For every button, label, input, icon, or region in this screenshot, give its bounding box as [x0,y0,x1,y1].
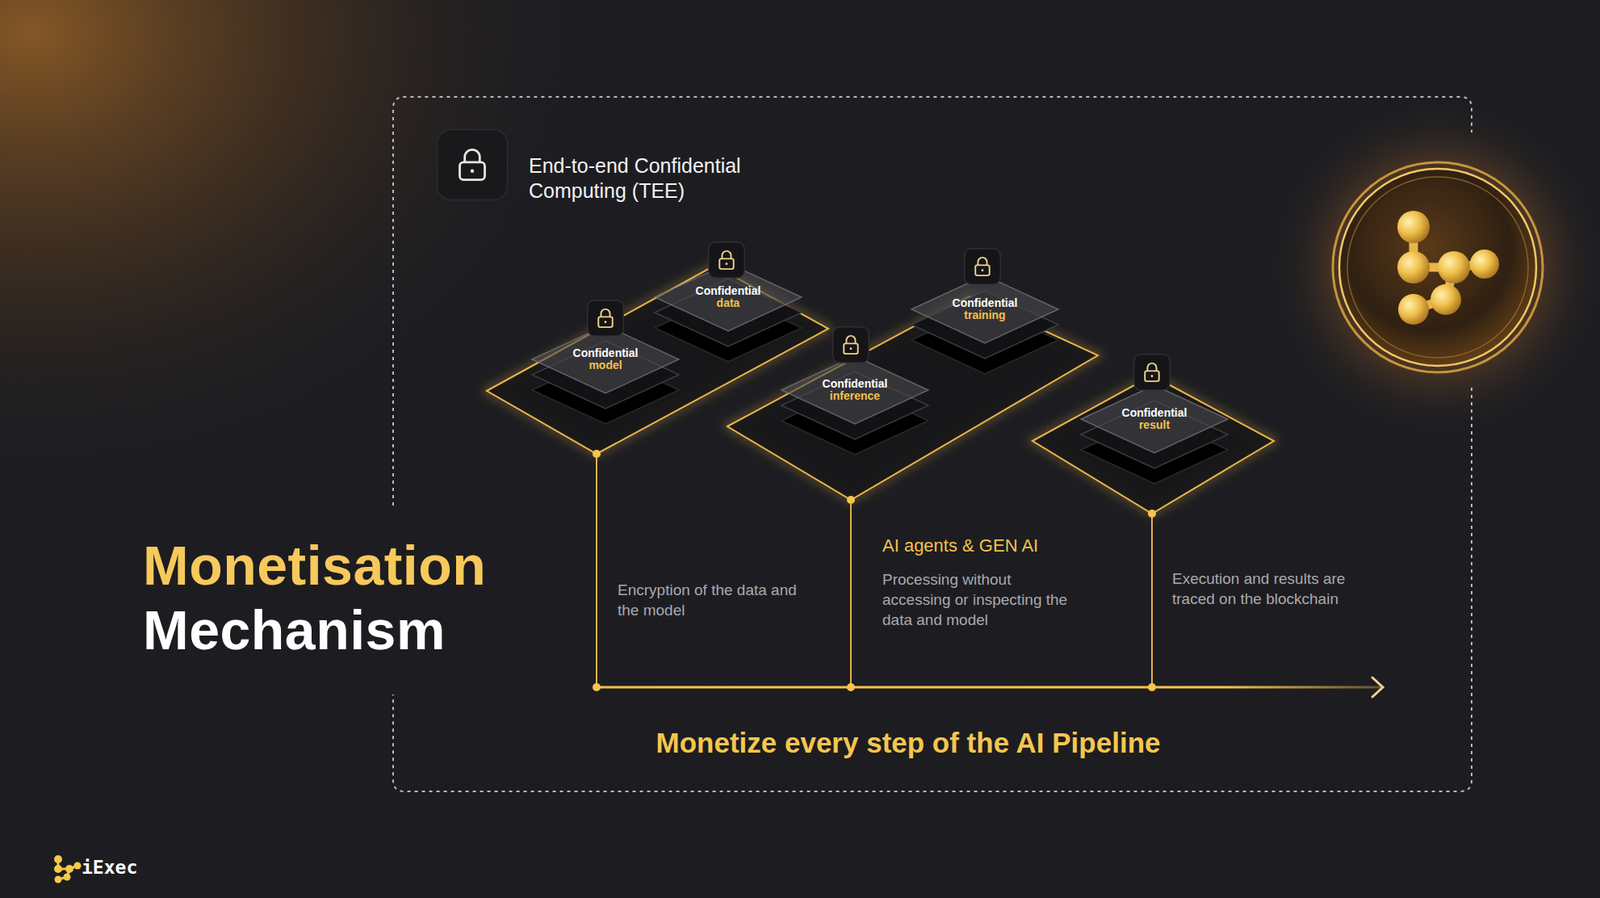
leader-line [1151,513,1153,687]
coin-ring [1347,176,1529,358]
arrow-head [1372,677,1383,697]
pipeline-caption: Monetize every step of the AI Pipeline [544,724,1272,761]
dot [1147,509,1157,518]
timeline [592,449,1383,697]
dashed-border [393,96,1472,792]
confidential-tile: Confidential training [949,295,1022,323]
lock-icon [587,300,624,336]
tile-stacks [531,263,1228,484]
confidential-tile: Confidential data [692,283,765,311]
step-note: Execution and results are traced on the … [1172,568,1346,609]
lock-icon [1134,354,1170,390]
tile-locks [587,242,1170,390]
platform-glow [1032,375,1274,514]
lock-icon [708,242,745,278]
coin-logo [1268,97,1600,437]
region-heading: End-to-end Confidential Computing (TEE) [528,153,780,204]
tile-label: Confidential data [692,283,765,311]
dot [1147,682,1157,692]
tile-label: Confidential inference [819,376,892,404]
coin-ring [1332,162,1543,373]
timeline-axis [596,686,1383,689]
confidential-tile: Confidential inference [819,376,892,404]
step-note: Encryption of the data and the model [617,579,800,620]
tile-stack [911,275,1059,374]
platforms [486,265,1274,514]
tile-label: Confidential result [1118,405,1191,433]
platform [1032,375,1274,514]
step-heading: AI agents & GEN AI [882,534,1125,558]
lock-icon [437,129,508,201]
step-note: Processing without accessing or inspecti… [882,569,1073,630]
slide-title: Monetisation Mechanism [142,532,563,662]
brand-name: iExec [81,854,179,880]
confidential-region: End-to-end Confidential Computing (TEE) C… [393,96,1472,792]
dot [592,682,601,692]
molecule-atoms [1397,210,1500,325]
brand-logo [54,854,82,884]
coin-face [1339,168,1537,366]
tile-label: Confidential model [569,345,642,373]
dot [846,682,855,692]
dot [846,495,855,504]
confidential-tile: Confidential model [569,345,642,373]
tile-label: Confidential training [949,295,1022,323]
tile-stack [531,325,679,424]
coin-glow [1268,97,1600,437]
tile-stack [1080,385,1228,484]
leader-line [850,499,852,687]
leader-line [595,453,598,687]
dot [592,449,601,458]
lock-icon [964,248,1001,285]
tile-stack [781,356,929,455]
confidential-tile: Confidential result [1118,405,1191,433]
lock-icon [833,326,869,363]
